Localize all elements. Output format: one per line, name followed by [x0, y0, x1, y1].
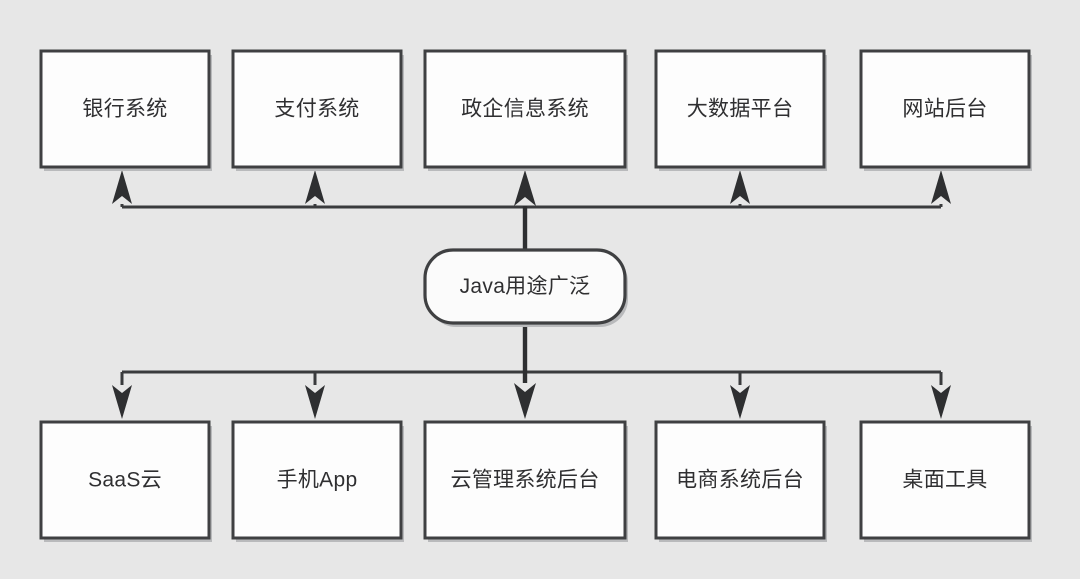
node-top_row-2[interactable]: 支付系统	[231, 49, 404, 171]
node-label: SaaS云	[88, 469, 162, 492]
node-label: 网站后台	[902, 98, 987, 121]
node-bottom_row-3[interactable]: 云管理系统后台	[423, 420, 628, 542]
connectors-layer	[112, 170, 951, 419]
node-bottom_row-2[interactable]: 手机App	[231, 420, 404, 542]
nodes-layer: 银行系统 支付系统 政企信息系统 大数据平台 网站后台 SaaS云 手机App 云管理系统后台…	[39, 49, 1032, 542]
node-label: 银行系统	[82, 98, 167, 121]
node-top_row-5[interactable]: 网站后台	[859, 49, 1032, 171]
node-top_row-4[interactable]: 大数据平台	[654, 49, 827, 171]
node-label: 云管理系统后台	[450, 469, 599, 492]
node-label: 大数据平台	[687, 98, 794, 121]
hub-node-java[interactable]: Java用途广泛	[423, 248, 628, 327]
node-label: 桌面工具	[902, 469, 987, 492]
node-top_row-3[interactable]: 政企信息系统	[423, 49, 628, 171]
node-bottom_row-4[interactable]: 电商系统后台	[654, 420, 827, 542]
node-label: 手机App	[277, 469, 358, 492]
node-bottom_row-1[interactable]: SaaS云	[39, 420, 212, 542]
node-top_row-1[interactable]: 银行系统	[39, 49, 212, 171]
node-bottom_row-5[interactable]: 桌面工具	[859, 420, 1032, 542]
node-label: 支付系统	[274, 98, 359, 121]
node-label: 电商系统后台	[676, 469, 804, 492]
node-label: 政企信息系统	[461, 98, 589, 121]
hub-label: Java用途广泛	[460, 275, 591, 298]
